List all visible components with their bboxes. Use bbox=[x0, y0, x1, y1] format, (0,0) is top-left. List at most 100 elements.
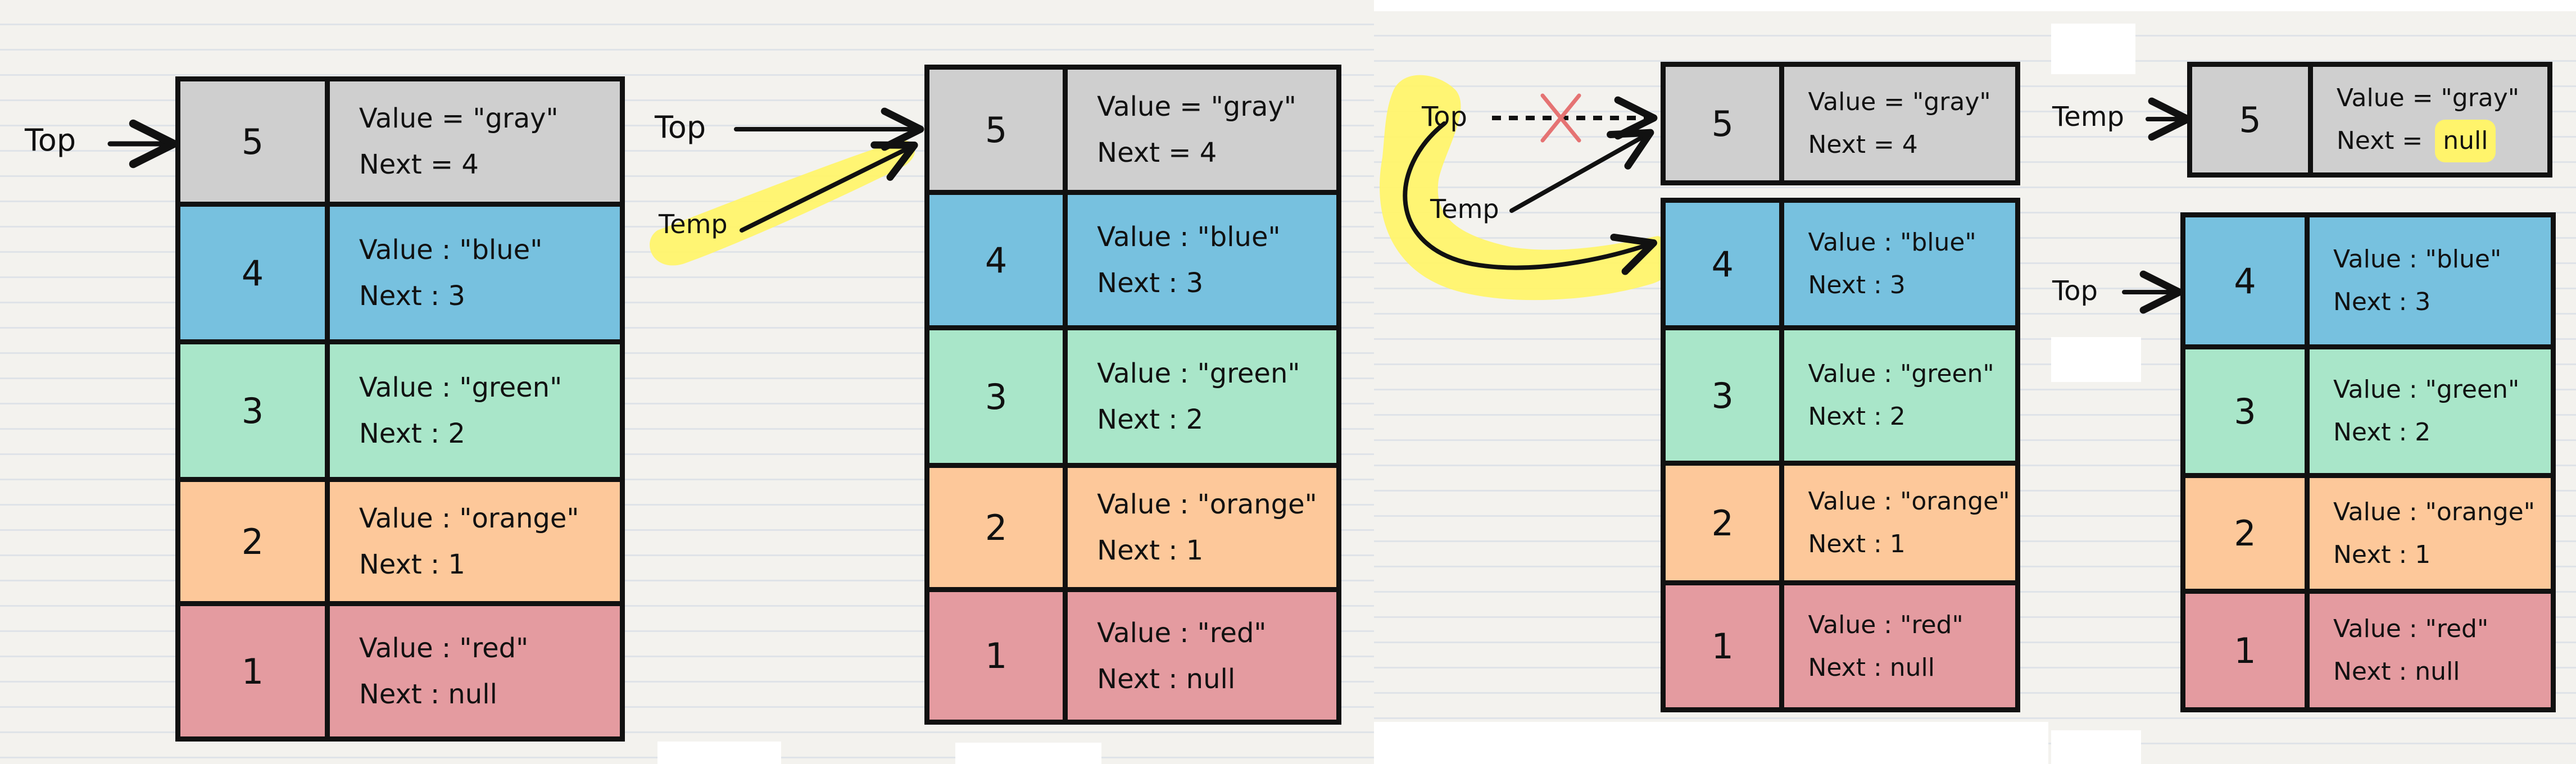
tape-patch bbox=[2051, 24, 2135, 74]
node-index: 2 bbox=[1666, 466, 1785, 580]
node-next: Next = 4 bbox=[1808, 130, 1918, 159]
node-info: Value : "orange" Next : 1 bbox=[1784, 466, 2015, 580]
node-index: 5 bbox=[2192, 67, 2313, 172]
stack-node-1: 1 Value : "red" Next : null bbox=[924, 587, 1341, 725]
stack-node-1: 1 Value : "red" Next : null bbox=[175, 601, 625, 742]
node-info: Value : "blue" Next : 3 bbox=[2310, 217, 2551, 344]
node-next: Next : 2 bbox=[1097, 404, 1204, 435]
node-next: Next : 1 bbox=[1097, 535, 1204, 566]
node-index: 1 bbox=[929, 592, 1068, 720]
node-index: 3 bbox=[180, 344, 330, 477]
node-info: Value : "red" Next : null bbox=[2310, 594, 2551, 707]
node-info: Value : "orange" Next : 1 bbox=[2310, 478, 2551, 589]
node-info: Value = "gray" Next = 4 bbox=[1068, 70, 1336, 190]
node-next: Next : 3 bbox=[1808, 271, 1906, 299]
node-value: Value : "blue" bbox=[2333, 245, 2502, 274]
null-highlight: null bbox=[2435, 120, 2496, 162]
stack-node-4: 4 Value : "blue" Next : 3 bbox=[1661, 198, 2020, 330]
node-next: Next : 1 bbox=[2333, 540, 2431, 569]
node-next: Next : null bbox=[1808, 653, 1935, 682]
stack-node-4: 4 Value : "blue" Next : 3 bbox=[924, 190, 1341, 330]
node-value: Value = "gray" bbox=[2336, 84, 2520, 112]
node-value: Value : "red" bbox=[2333, 615, 2489, 643]
node-next: Next : 1 bbox=[359, 549, 465, 580]
node-index: 4 bbox=[180, 207, 330, 339]
tape-patch bbox=[2051, 730, 2141, 764]
stack-node-2: 2 Value : "orange" Next : 1 bbox=[2180, 473, 2556, 594]
node-next: Next : 2 bbox=[359, 418, 465, 449]
stack-node-1: 1 Value : "red" Next : null bbox=[1661, 580, 2020, 712]
node-info: Value : "red" Next : null bbox=[1068, 592, 1336, 720]
node-index: 2 bbox=[2185, 478, 2310, 589]
stack-node-3: 3 Value : "green" Next : 2 bbox=[1661, 325, 2020, 466]
node-value: Value : "blue" bbox=[359, 234, 543, 266]
stack-node-2: 2 Value : "orange" Next : 1 bbox=[175, 477, 625, 606]
node-next: Next = 4 bbox=[1097, 137, 1217, 169]
node-info: Value : "green" Next : 2 bbox=[1068, 330, 1336, 463]
node-value: Value : "green" bbox=[2333, 375, 2520, 404]
node-value: Value : "green" bbox=[1808, 360, 1994, 388]
node-index: 3 bbox=[1666, 330, 1785, 461]
node-info: Value : "green" Next : 2 bbox=[1784, 330, 2015, 461]
node-info: Value : "green" Next : 2 bbox=[2310, 349, 2551, 473]
node-index: 4 bbox=[1666, 203, 1785, 325]
stack-node-3: 3 Value : "green" Next : 2 bbox=[924, 325, 1341, 468]
node-value: Value : "red" bbox=[1097, 617, 1267, 649]
node-index: 2 bbox=[929, 468, 1068, 587]
node-info: Value : "blue" Next : 3 bbox=[1068, 195, 1336, 325]
stack-node-5: 5 Value = "gray" Next = 4 bbox=[924, 65, 1341, 195]
node-value: Value = "gray" bbox=[1097, 91, 1296, 122]
node-value: Value = "gray" bbox=[359, 103, 559, 134]
stack-node-2: 2 Value : "orange" Next : 1 bbox=[924, 463, 1341, 592]
stack-node-5: 5 Value = "gray" Next = 4 bbox=[1661, 62, 2020, 185]
stack-node-3: 3 Value : "green" Next : 2 bbox=[175, 339, 625, 482]
node-index: 5 bbox=[929, 70, 1068, 190]
node-index: 3 bbox=[929, 330, 1068, 463]
node-index: 1 bbox=[1666, 585, 1785, 707]
top-label: Top bbox=[2052, 275, 2098, 307]
temp-label: Temp bbox=[659, 209, 728, 239]
node-value: Value : "red" bbox=[359, 633, 529, 664]
node-info: Value : "green" Next : 2 bbox=[330, 344, 620, 477]
node-info: Value : "red" Next : null bbox=[1784, 585, 2015, 707]
tape-patch bbox=[657, 742, 781, 764]
node-index: 4 bbox=[2185, 217, 2310, 344]
node-value: Value : "green" bbox=[359, 372, 563, 403]
stack-node-3: 3 Value : "green" Next : 2 bbox=[2180, 344, 2556, 478]
stack-node-4: 4 Value : "blue" Next : 3 bbox=[175, 202, 625, 344]
node-next: Next : 3 bbox=[1097, 267, 1204, 299]
node-next: Next : null bbox=[1097, 663, 1236, 695]
node-info: Value : "orange" Next : 1 bbox=[1068, 468, 1336, 587]
node-next: Next : 2 bbox=[2333, 418, 2431, 447]
node-next: Next = null bbox=[2337, 120, 2547, 162]
tape-patch bbox=[955, 743, 1101, 764]
node-value: Value : "blue" bbox=[1808, 228, 1976, 257]
node-info: Value = "gray" Next = null bbox=[2313, 67, 2547, 172]
node-next: Next = 4 bbox=[359, 149, 479, 180]
node-value: Value = "gray" bbox=[1808, 88, 1991, 116]
stack-node-1: 1 Value : "red" Next : null bbox=[2180, 589, 2556, 712]
node-next: Next : 3 bbox=[2333, 288, 2431, 316]
node-next: Next : 3 bbox=[359, 280, 465, 312]
stack-node-5-detached: 5 Value = "gray" Next = null bbox=[2187, 62, 2552, 178]
node-value: Value : "orange" bbox=[359, 503, 579, 534]
top-label: Top bbox=[1422, 101, 1467, 133]
node-next: Next : null bbox=[2333, 657, 2460, 686]
top-label: Top bbox=[655, 110, 706, 145]
node-index: 5 bbox=[1666, 67, 1785, 180]
temp-label: Temp bbox=[2052, 101, 2124, 133]
node-info: Value = "gray" Next = 4 bbox=[330, 81, 620, 202]
next-key: Next = bbox=[2336, 126, 2423, 155]
node-index: 1 bbox=[180, 606, 330, 736]
stack-node-5: 5 Value = "gray" Next = 4 bbox=[175, 76, 625, 207]
node-info: Value = "gray" Next = 4 bbox=[1784, 67, 2015, 180]
node-index: 5 bbox=[180, 81, 330, 202]
stack-node-4: 4 Value : "blue" Next : 3 bbox=[2180, 212, 2556, 349]
stack-node-2: 2 Value : "orange" Next : 1 bbox=[1661, 461, 2020, 585]
node-info: Value : "red" Next : null bbox=[330, 606, 620, 736]
tape-patch bbox=[2051, 337, 2141, 382]
node-value: Value : "orange" bbox=[2333, 497, 2535, 526]
node-index: 1 bbox=[2185, 594, 2310, 707]
temp-label: Temp bbox=[1430, 194, 1499, 224]
node-info: Value : "blue" Next : 3 bbox=[330, 207, 620, 339]
